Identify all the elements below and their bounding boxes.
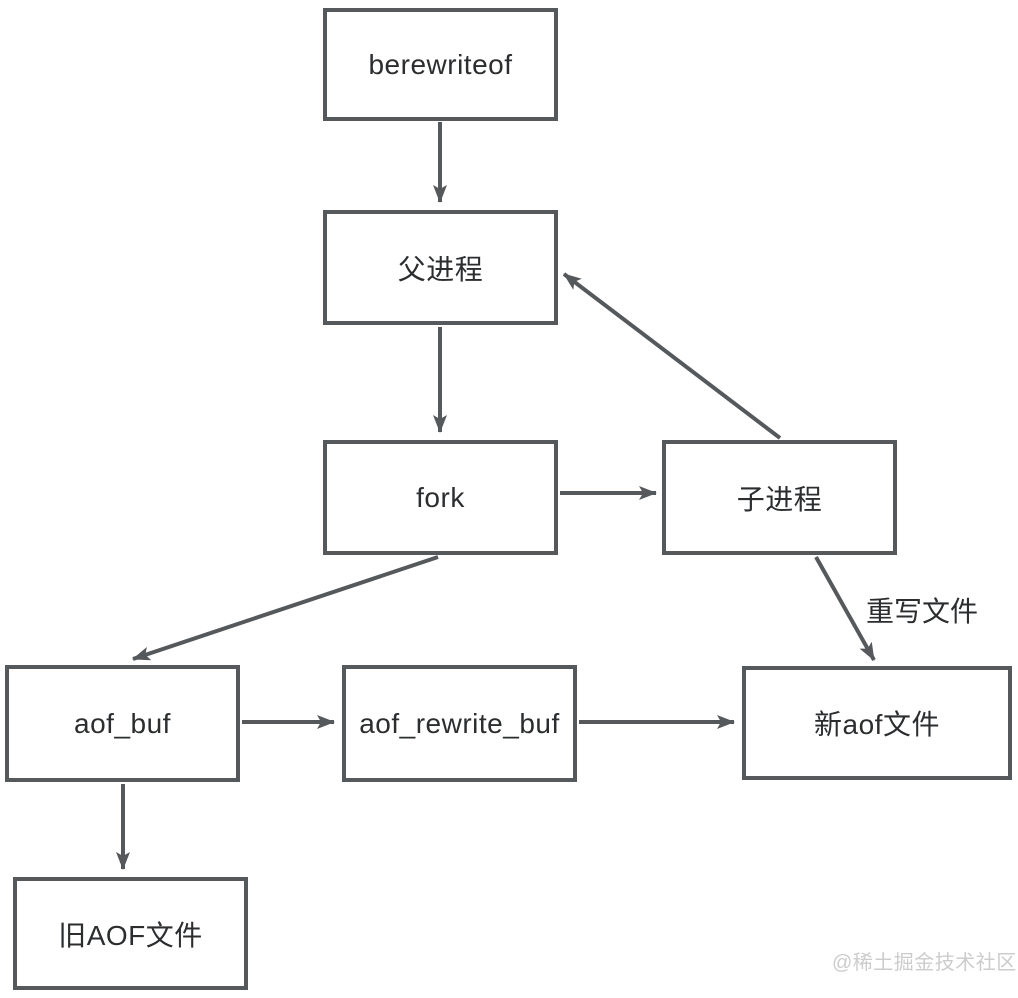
node-fork-label: fork bbox=[416, 481, 465, 513]
node-aof-buf: aof_buf bbox=[5, 665, 240, 782]
node-old-aof-file: 旧AOF文件 bbox=[13, 877, 248, 990]
arrow-child-to-parent bbox=[562, 272, 782, 440]
node-fork: fork bbox=[323, 440, 558, 555]
arrow-fork-to-aofbuf bbox=[132, 555, 439, 661]
node-new-aof-file: 新aof文件 bbox=[742, 666, 1012, 780]
node-berewriteof-label: berewriteof bbox=[368, 48, 513, 80]
node-aof-rewrite-buf: aof_rewrite_buf bbox=[342, 665, 577, 782]
node-parent-process-label: 父进程 bbox=[397, 253, 484, 285]
node-berewriteof: berewriteof bbox=[323, 8, 558, 121]
node-child-process-label: 子进程 bbox=[736, 483, 823, 515]
node-aof-buf-label: aof_buf bbox=[74, 707, 171, 739]
node-aof-rewrite-buf-label: aof_rewrite_buf bbox=[359, 707, 560, 739]
node-new-aof-file-label: 新aof文件 bbox=[814, 709, 940, 740]
arrow-child-to-newaof bbox=[814, 556, 876, 661]
node-child-process: 子进程 bbox=[662, 440, 897, 555]
node-parent-process: 父进程 bbox=[323, 210, 558, 325]
watermark-text: @稀土掘金技术社区 bbox=[832, 952, 1017, 974]
node-old-aof-file-label: 旧AOF文件 bbox=[58, 919, 203, 951]
edge-label-rewrite-file: 重写文件 bbox=[866, 596, 979, 627]
